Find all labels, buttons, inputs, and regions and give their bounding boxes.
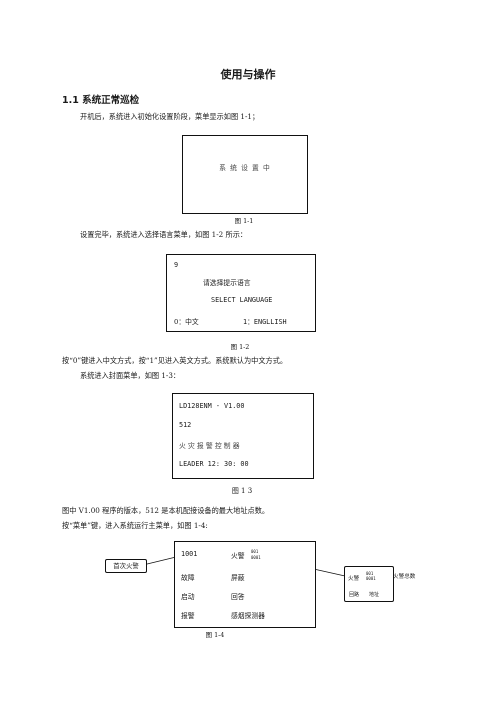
screen-fire-loop-code: 001 <box>251 549 259 554</box>
screen-smoke-detector-label: 感烟探测器 <box>231 612 265 620</box>
section-heading: 1.1 系统正常巡检 <box>62 95 140 106</box>
detail-loop-code: 001 <box>366 571 374 576</box>
language-option-chinese: 0：中文 <box>174 318 199 326</box>
screen-line-number: 9 <box>174 261 179 269</box>
paragraph-cover-menu: 系统进入封面菜单，如图 1-3： <box>80 371 181 380</box>
screen-fault-label: 故障 <box>181 574 195 582</box>
screen-line-product-name: 火 灾 报 警 控 制 器 <box>179 442 240 450</box>
figure-caption-1-3: 图 1 3 <box>231 487 253 495</box>
figure-caption-1-4: 图 1-4 <box>205 631 225 639</box>
screen-fire-address-code: 0001 <box>251 555 261 560</box>
screen-text-initializing: 系 统 设 置 中 <box>219 164 271 172</box>
screen-line-choose-language: 请选择提示语言 <box>203 279 251 287</box>
language-option-english: 1：ENGLLISH <box>243 318 287 326</box>
screen-alarm-label: 报警 <box>181 612 195 620</box>
screen-start-label: 启动 <box>181 593 195 601</box>
callout-fire-detail: 火警 001 0001 回路 地址 <box>344 566 394 602</box>
screen-fire-count: 1001 <box>181 550 198 558</box>
detail-address-code: 0001 <box>366 576 376 581</box>
page-title: 使用与操作 <box>220 68 276 81</box>
paragraph-startup: 开机后，系统进入初始化设置阶段，菜单显示如图 1-1； <box>80 112 260 121</box>
screen-answer-label: 回答 <box>231 593 245 601</box>
screen-line-select-language: SELECT LANGUAGE <box>211 296 273 304</box>
screen-line-brand-clock: LEADER 12: 30: 00 <box>179 460 249 468</box>
callout-first-fire: 首次火警 <box>105 559 147 573</box>
paragraph-main-menu: 按“菜单”键，进入系统运行主菜单，如图 1-4: <box>62 521 208 530</box>
figure-caption-1-2: 图 1-2 <box>230 343 250 351</box>
paragraph-language: 设置完毕，系统进入选择语言菜单，如图 1-2 所示： <box>80 230 248 239</box>
screen-line-model-version: LD128ENM - V1.00 <box>179 402 245 410</box>
detail-address-label: 地址 <box>369 592 380 598</box>
detail-fire-label: 火警 <box>348 576 360 582</box>
paragraph-version-note: 图中 V1.00 程序的版本，512 是本机配接设备的最大地址点数。 <box>62 506 270 515</box>
screen-fire-label: 火警 <box>231 552 245 560</box>
lcd-screen-fig4: 1001 火警 001 0001 故障 屏蔽 启动 回答 报警 感烟探测器 <box>174 541 316 628</box>
screen-disable-label: 屏蔽 <box>231 574 245 582</box>
callout-line-first-fire <box>142 556 177 566</box>
paragraph-language-keys: 按“0”键进入中文方式，按“1”见进入英文方式。系统默认为中文方式。 <box>62 356 288 365</box>
lcd-screen-fig1: 系 统 设 置 中 <box>182 135 308 214</box>
lcd-screen-fig2: 9 请选择提示语言 SELECT LANGUAGE 0：中文 1：ENGLLIS… <box>166 254 316 332</box>
screen-line-max-points: 512 <box>179 421 192 429</box>
detail-fire-total-label: 火警总数 <box>393 574 416 580</box>
lcd-screen-fig3: LD128ENM - V1.00 512 火 灾 报 警 控 制 器 LEADE… <box>172 393 314 479</box>
figure-caption-1-1: 图 1-1 <box>234 217 254 225</box>
detail-loop-label: 回路 <box>349 592 360 598</box>
